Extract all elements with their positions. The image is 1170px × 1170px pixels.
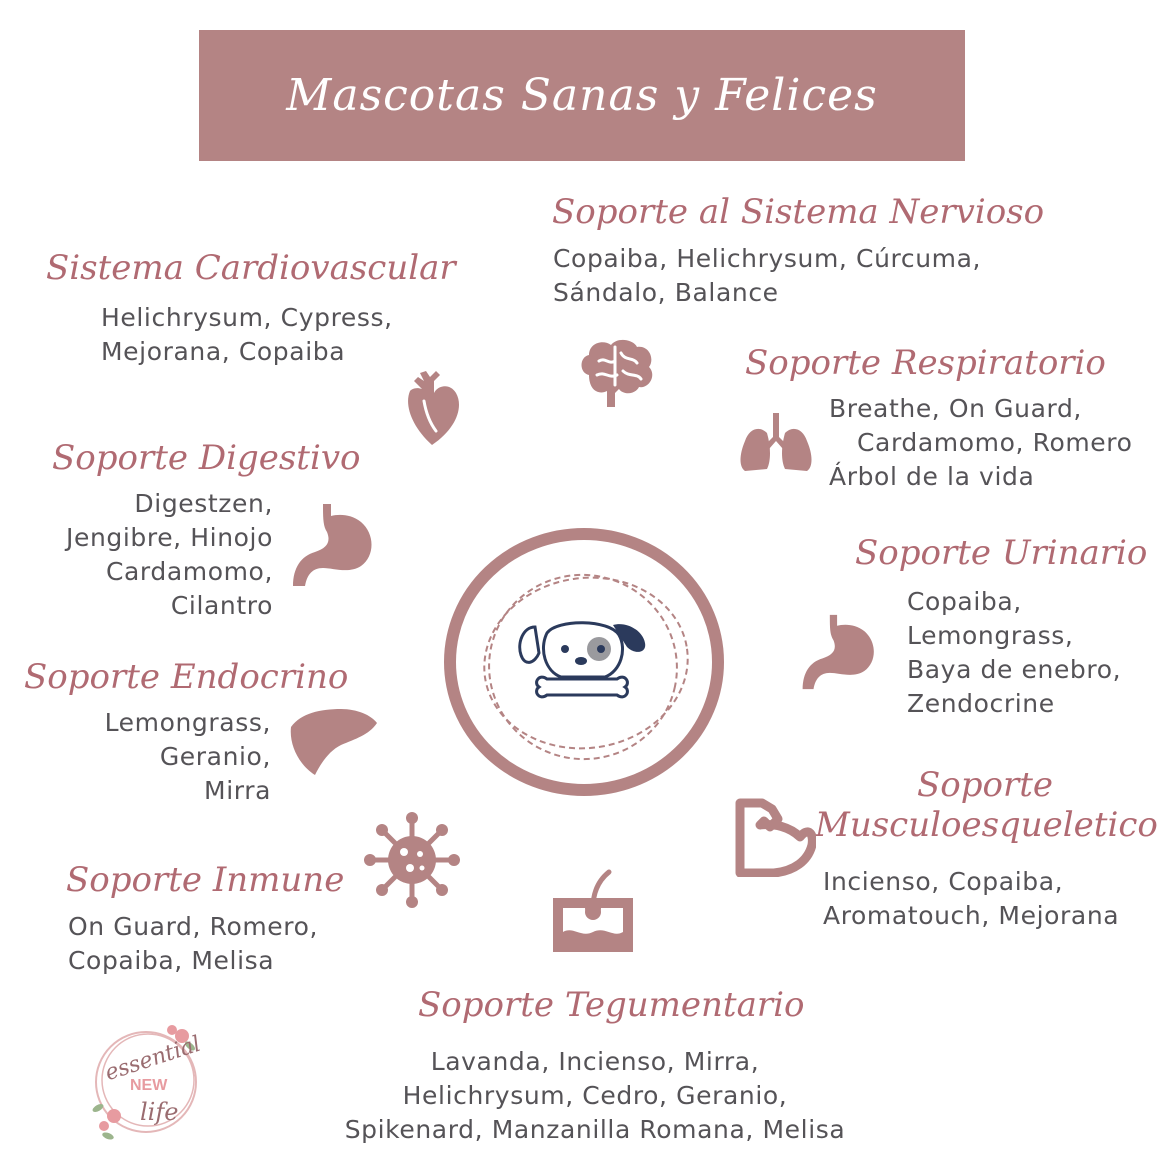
brand-logo: essential NEW life (86, 1018, 206, 1148)
section-body-digestivo: Digestzen, Jengibre, Hinojo Cardamomo, C… (30, 487, 273, 623)
body-line: Helichrysum, Cypress, (101, 303, 393, 332)
stomach-icon (799, 612, 877, 692)
section-title-urinario: Soporte Urinario (855, 533, 1148, 573)
section-body-nervioso: Copaiba, Helichrysum, Cúrcuma, Sándalo, … (553, 242, 981, 310)
body-line: Digestzen, (134, 489, 273, 518)
body-line: Breathe, On Guard, (829, 394, 1082, 423)
heart-icon (400, 367, 464, 449)
body-line: Árbol de la vida (829, 462, 1035, 491)
title-banner: Mascotas Sanas y Felices (199, 30, 965, 161)
lungs-icon (737, 411, 815, 473)
body-line: Aromatouch, Mejorana (823, 901, 1120, 930)
body-line: Baya de enebro, (907, 655, 1122, 684)
section-title-inmune: Soporte Inmune (66, 860, 345, 900)
body-line: Lemongrass, (907, 621, 1074, 650)
section-title-respiratorio: Soporte Respiratorio (745, 343, 1106, 383)
liver-icon (285, 705, 379, 777)
stomach-icon (289, 502, 375, 588)
body-line: Sándalo, Balance (553, 278, 779, 307)
section-title-cardio: Sistema Cardiovascular (46, 248, 456, 288)
body-line: Spikenard, Manzanilla Romana, Melisa (344, 1115, 846, 1144)
body-line: Lavanda, Incienso, Mirra, (430, 1047, 760, 1076)
logo-word-life: life (140, 1098, 178, 1126)
title-line: Musculoesqueletico (815, 805, 1158, 845)
logo-word-new: NEW (130, 1077, 168, 1094)
section-title-tegumentario: Soporte Tegumentario (418, 985, 805, 1025)
body-line: Copaiba, Melisa (68, 946, 275, 975)
body-line: Copaiba, (907, 587, 1022, 616)
body-line: Cardamomo, Romero (857, 428, 1133, 457)
body-line: Helichrysum, Cedro, Geranio, (402, 1081, 788, 1110)
body-line: Zendocrine (907, 689, 1055, 718)
title-line: Soporte (916, 765, 1054, 805)
body-line: On Guard, Romero, (68, 912, 319, 941)
body-line: Cilantro (170, 591, 273, 620)
section-body-inmune: On Guard, Romero, Copaiba, Melisa (68, 910, 318, 978)
muscle-arm-icon (734, 797, 816, 877)
brain-icon (575, 335, 657, 413)
virus-icon (364, 812, 460, 908)
body-line: Lemongrass, (104, 708, 271, 737)
section-body-endocrino: Lemongrass, Geranio, Mirra (60, 706, 271, 808)
page-title: Mascotas Sanas y Felices (286, 70, 878, 121)
body-line: Cardamomo, (105, 557, 273, 586)
section-title-musculo: Soporte Musculoesqueletico (815, 765, 1158, 845)
section-body-tegumentario: Lavanda, Incienso, Mirra, Helichrysum, C… (300, 1045, 890, 1147)
section-body-urinario: Copaiba, Lemongrass, Baya de enebro, Zen… (907, 585, 1121, 721)
body-line: Incienso, Copaiba, (823, 867, 1064, 896)
section-body-cardio: Helichrysum, Cypress, Mejorana, Copaiba (101, 301, 393, 369)
section-title-endocrino: Soporte Endocrino (24, 657, 349, 697)
section-title-nervioso: Soporte al Sistema Nervioso (552, 192, 1045, 232)
body-line: Mirra (204, 776, 271, 805)
section-title-digestivo: Soporte Digestivo (52, 438, 361, 478)
section-body-respiratorio: Breathe, On Guard, Cardamomo, Romero Árb… (829, 392, 1133, 494)
body-line: Geranio, (159, 742, 271, 771)
body-line: Mejorana, Copaiba (101, 337, 346, 366)
dog-bone-icon (517, 613, 649, 699)
skin-hair-icon (549, 868, 637, 956)
center-badge (443, 527, 725, 797)
body-line: Jengibre, Hinojo (65, 523, 273, 552)
section-body-musculo: Incienso, Copaiba, Aromatouch, Mejorana (823, 865, 1119, 933)
body-line: Copaiba, Helichrysum, Cúrcuma, (553, 244, 982, 273)
